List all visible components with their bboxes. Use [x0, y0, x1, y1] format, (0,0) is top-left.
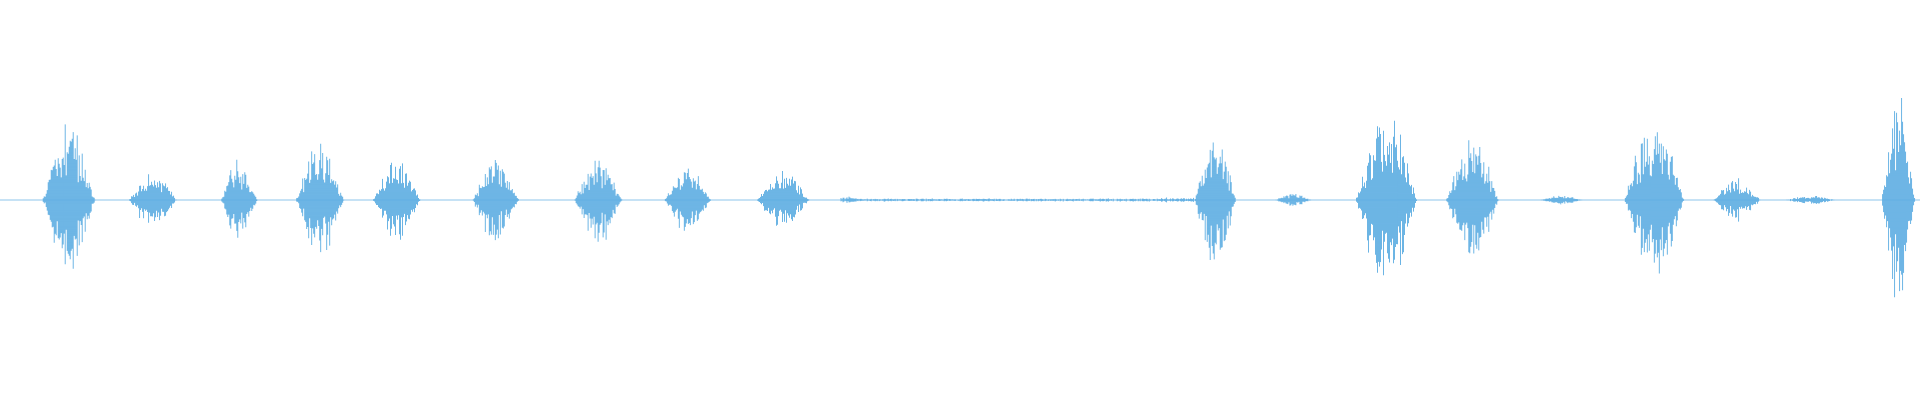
waveform-burst-6: [574, 160, 623, 242]
waveform-quiet-segment-0: [840, 196, 859, 203]
waveform-burst-8: [757, 171, 810, 226]
waveform-burst-13: [1540, 195, 1583, 205]
waveform-burst-9: [1194, 142, 1236, 260]
waveform-burst-11: [1356, 120, 1417, 276]
waveform-burst-15: [1713, 178, 1762, 222]
waveform-quiet-segment-1: [857, 198, 1162, 202]
waveform-burst-1: [129, 174, 178, 223]
waveform-burst-16: [1786, 196, 1836, 204]
waveform-burst-3: [296, 143, 345, 253]
waveform-samples: [42, 98, 1916, 298]
waveform-burst-17: [1882, 98, 1916, 298]
waveform-burst-10: [1275, 194, 1312, 206]
waveform-burst-7: [664, 168, 711, 231]
waveform-burst-14: [1624, 132, 1685, 274]
waveform-quiet-segment-2: [1161, 197, 1195, 203]
waveform-burst-4: [373, 162, 421, 240]
waveform-burst-12: [1446, 140, 1500, 254]
waveform-burst-2: [221, 159, 258, 238]
waveform-burst-5: [472, 160, 519, 241]
waveform-burst-0: [42, 124, 96, 269]
